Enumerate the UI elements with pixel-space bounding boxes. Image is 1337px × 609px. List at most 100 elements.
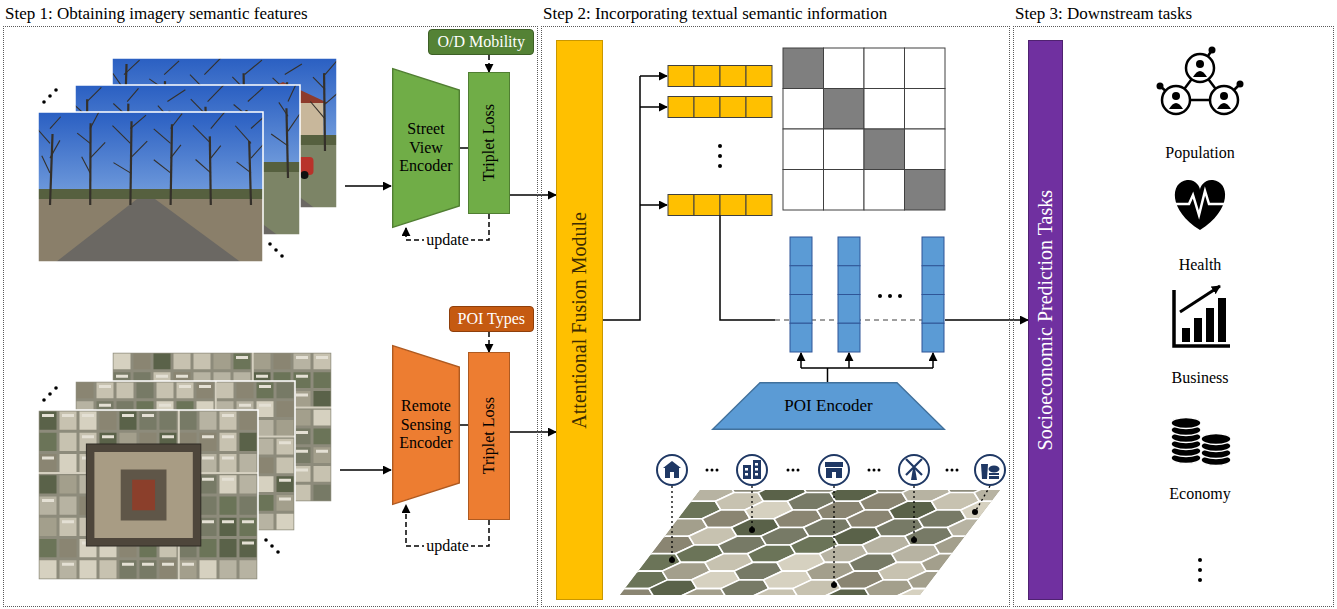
street-view-photo: [196, 160, 211, 173]
task-icons: [1217, 103, 1231, 109]
street-view-photo: [124, 60, 140, 74]
street-view-photo: [171, 145, 181, 158]
hexagon-map: [944, 562, 1000, 579]
ellipsis-dot: [868, 469, 871, 472]
similarity-cell: [864, 89, 905, 130]
embedding-illustration: [640, 106, 667, 108]
poi-embedding-cell: [922, 237, 944, 266]
embedding-cell: [668, 195, 694, 216]
ellipsis-dot: [276, 550, 280, 554]
poi-icon: [989, 473, 999, 475]
input-arrows: [340, 469, 391, 471]
task-label-text: Economy: [1167, 485, 1232, 503]
street-view-photo: [38, 199, 263, 262]
embedding-illustration: [848, 353, 850, 368]
remote-sensing-photo: [180, 560, 197, 578]
trapezoid-outline: [713, 383, 945, 430]
task-icons: [1180, 286, 1220, 312]
poi-icon: [899, 455, 929, 485]
poi-icon: [819, 455, 849, 485]
ellipsis-dot: [878, 469, 881, 472]
similarity-cell: [824, 48, 865, 89]
remote-sensing-photo: [314, 466, 331, 482]
remote-sensing-photo: [160, 412, 177, 430]
remote-sensing-photo: [242, 520, 254, 523]
street-view-photo: [325, 61, 337, 74]
similarity-cell: [783, 48, 824, 89]
similarity-cell: [783, 129, 824, 170]
remote-sensing-photo: [222, 478, 234, 481]
step-panel: Step 1: Obtaining imagery semantic featu…: [3, 0, 538, 607]
embedding-illustration: [800, 353, 802, 368]
poi-icon: [989, 466, 1000, 473]
node-label: Triplet Loss: [480, 397, 498, 474]
encoder-trapezoid: POI Encoder: [712, 382, 945, 430]
remote-sensing-photo: [240, 454, 257, 472]
remote-sensing-photo: [240, 497, 257, 515]
remote-sensing-photo: [60, 412, 77, 430]
panel-border: [541, 26, 1010, 607]
node-label: Street View Encoder: [396, 120, 456, 175]
remote-sensing-photo: [222, 457, 234, 460]
remote-sensing-photo: [162, 435, 174, 438]
street-view-photo: [271, 134, 288, 146]
street-view-photo: [285, 64, 302, 74]
remote-sensing-photo: [240, 518, 257, 536]
poi-icon: [825, 462, 843, 467]
remote-sensing-photo: [259, 404, 271, 407]
remote-sensing-photo: [296, 375, 308, 378]
remote-sensing-photo: [38, 410, 258, 580]
remote-sensing-photo: [202, 520, 214, 523]
remote-sensing-photo: [220, 560, 237, 578]
input-arrows: [345, 185, 391, 187]
remote-sensing-photo: [100, 412, 117, 430]
ellipsis-dot: [42, 100, 46, 104]
ellipsis-dot: [268, 242, 272, 246]
remote-sensing-photo: [160, 560, 177, 578]
remote-sensing-photo: [99, 404, 111, 407]
remote-sensing-photo: [222, 414, 234, 417]
remote-sensing-photo: [240, 560, 257, 578]
remote-sensing-photo: [277, 476, 294, 492]
remote-sensing-photo: [294, 391, 311, 407]
street-view-photo: [251, 144, 263, 158]
remote-sensing-photo: [60, 454, 77, 472]
street-view-photo: [87, 87, 101, 101]
remote-sensing-photo: [60, 497, 77, 515]
embedding-cell: [694, 66, 720, 87]
task-icons: [1157, 47, 1244, 583]
remote-sensing-photo: [240, 412, 257, 430]
remote-sensing-photo: [294, 410, 311, 426]
street-view-photo: [154, 129, 171, 143]
remote-sensing-photo: [194, 354, 211, 370]
node-label: Triplet Loss: [480, 104, 498, 181]
street-view-photo: [127, 88, 138, 101]
task-label: Population: [1163, 144, 1236, 162]
remote-sensing-photo: [200, 560, 217, 578]
remote-sensing-photo: [97, 383, 114, 399]
hexagon-map: [970, 527, 1000, 544]
street-view-photo: [171, 114, 183, 129]
task-icons: [1218, 298, 1226, 342]
poi-icon: [981, 464, 988, 479]
ellipsis-dot: [1198, 578, 1202, 582]
task-label-text: Business: [1170, 369, 1231, 387]
embedding-cell: [720, 66, 746, 87]
remote-sensing-photo: [114, 354, 131, 370]
similarity-cell: [905, 89, 946, 130]
poi-embedding-cell: [838, 323, 860, 352]
embedding-cell: [720, 97, 746, 118]
task-bar: Socioeconomic Prediction Tasks: [1028, 40, 1063, 600]
remote-sensing-photo: [40, 560, 57, 578]
street-view-photo: [235, 126, 251, 144]
remote-sensing-photo: [102, 435, 114, 438]
hexagon-map: [620, 490, 1000, 595]
task-icons: [1220, 92, 1228, 100]
poi-icon: [753, 460, 761, 479]
poi-icon: [665, 468, 679, 478]
remote-sensing-photo: [40, 475, 57, 493]
edge-label: update: [424, 537, 471, 555]
ellipsis-dot: [716, 469, 719, 472]
